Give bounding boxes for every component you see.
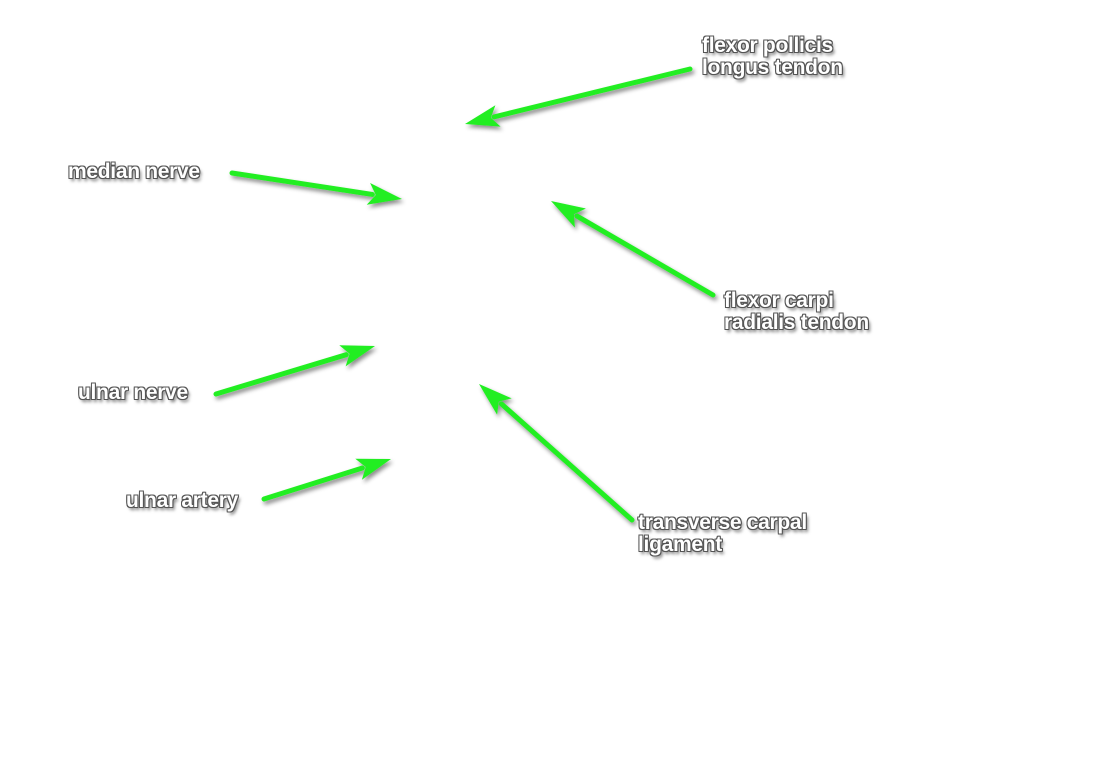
arrowhead xyxy=(465,105,501,127)
label-line: ulnar artery xyxy=(126,489,238,512)
label-line: transverse carpal xyxy=(638,511,807,534)
arrow-shaft xyxy=(498,401,635,523)
label-median-nerve: median nerve xyxy=(68,161,200,183)
label-ulnar-artery: ulnar artery xyxy=(126,490,238,512)
label-line: ligament xyxy=(638,533,722,556)
arrow-ulnar-artery xyxy=(261,458,391,502)
arrow-median-nerve xyxy=(229,170,402,205)
arrow-shaft xyxy=(574,213,716,298)
arrow-ulnar-nerve xyxy=(213,345,375,397)
label-line: ulnar nerve xyxy=(78,381,188,404)
arrow-shaft xyxy=(229,170,375,197)
arrowhead xyxy=(366,183,402,205)
label-line: radialis tendon xyxy=(724,311,869,334)
arrow-shaft xyxy=(261,465,365,502)
arrow-flexor-pollicis-longus-tendon xyxy=(465,66,693,127)
arrow-flexor-carpi-radialis-tendon xyxy=(551,201,716,298)
label-flexor-pollicis-longus-tendon: flexor pollicis longus tendon xyxy=(702,35,843,79)
arrow-shaft xyxy=(213,352,349,397)
arrowhead xyxy=(355,458,391,480)
label-line: median nerve xyxy=(68,160,200,183)
arrow-transverse-carpal-ligament xyxy=(479,384,635,523)
arrow-shaft xyxy=(491,66,693,120)
arrowhead xyxy=(479,384,512,415)
label-ulnar-nerve: ulnar nerve xyxy=(78,382,188,404)
label-line: longus tendon xyxy=(702,56,843,79)
arrowhead xyxy=(551,201,586,228)
label-transverse-carpal-ligament: transverse carpal ligament xyxy=(638,512,807,556)
label-line: flexor pollicis xyxy=(702,34,833,57)
arrowhead xyxy=(339,345,375,367)
label-flexor-carpi-radialis-tendon: flexor carpi radialis tendon xyxy=(724,290,869,334)
label-line: flexor carpi xyxy=(724,289,834,312)
